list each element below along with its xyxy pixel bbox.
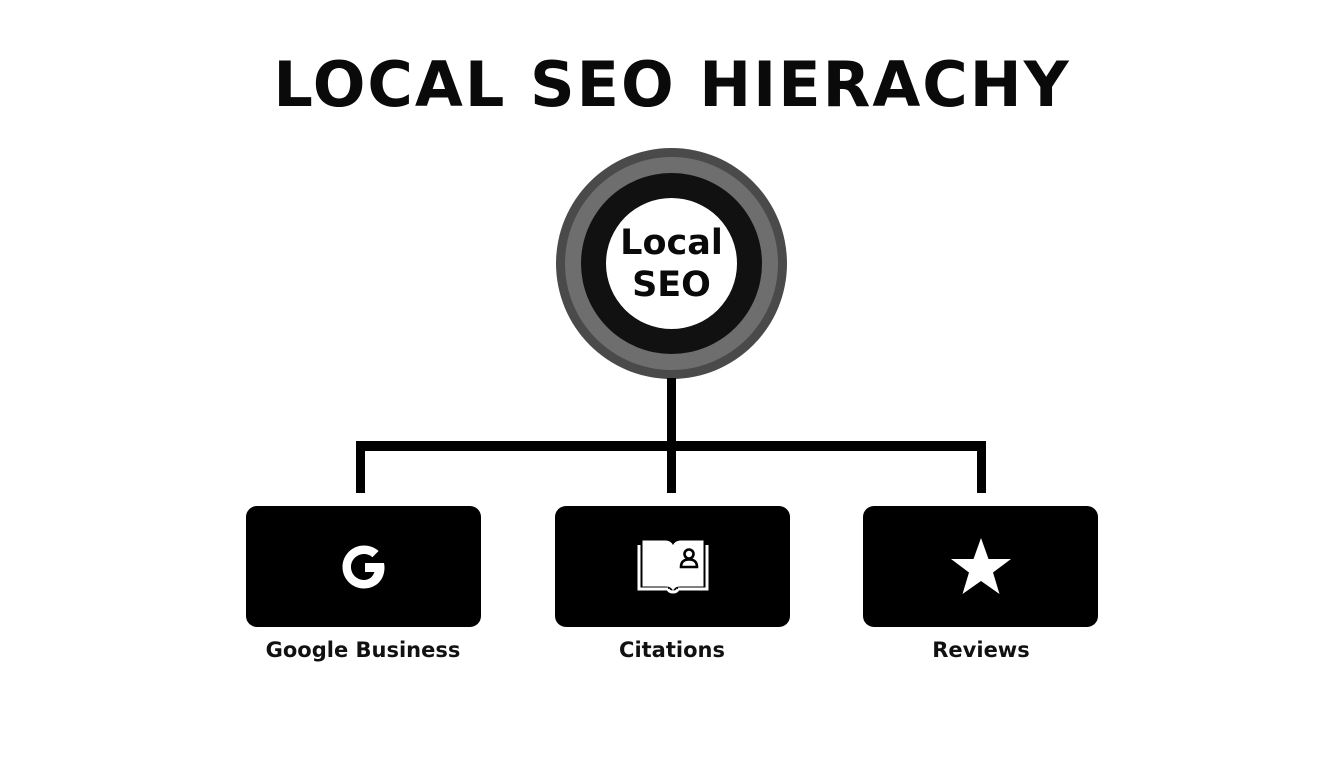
root-node-ring: Local SEO	[565, 157, 778, 370]
connector-stem	[667, 378, 676, 451]
child-label-reviews: Reviews	[932, 638, 1030, 662]
open-book-person-icon	[637, 540, 708, 593]
star-icon	[950, 537, 1011, 594]
root-node-label-line2: SEO	[632, 264, 711, 305]
root-node-inner-ring: Local SEO	[581, 173, 762, 354]
connector-drop-right	[977, 441, 986, 493]
connector-drop-center	[667, 441, 676, 493]
root-node-label-line1: Local	[620, 222, 723, 263]
root-node-local-seo: Local SEO	[556, 148, 787, 379]
google-g-icon	[342, 545, 384, 588]
child-node-reviews	[863, 506, 1098, 627]
child-node-citations	[555, 506, 790, 627]
root-node-face: Local SEO	[606, 198, 737, 329]
child-label-google-business: Google Business	[265, 638, 461, 662]
connector-drop-left	[356, 441, 365, 493]
child-node-google-business	[246, 506, 481, 627]
diagram-title: LOCAL SEO HIERACHY	[273, 48, 1071, 121]
child-label-citations: Citations	[619, 638, 725, 662]
